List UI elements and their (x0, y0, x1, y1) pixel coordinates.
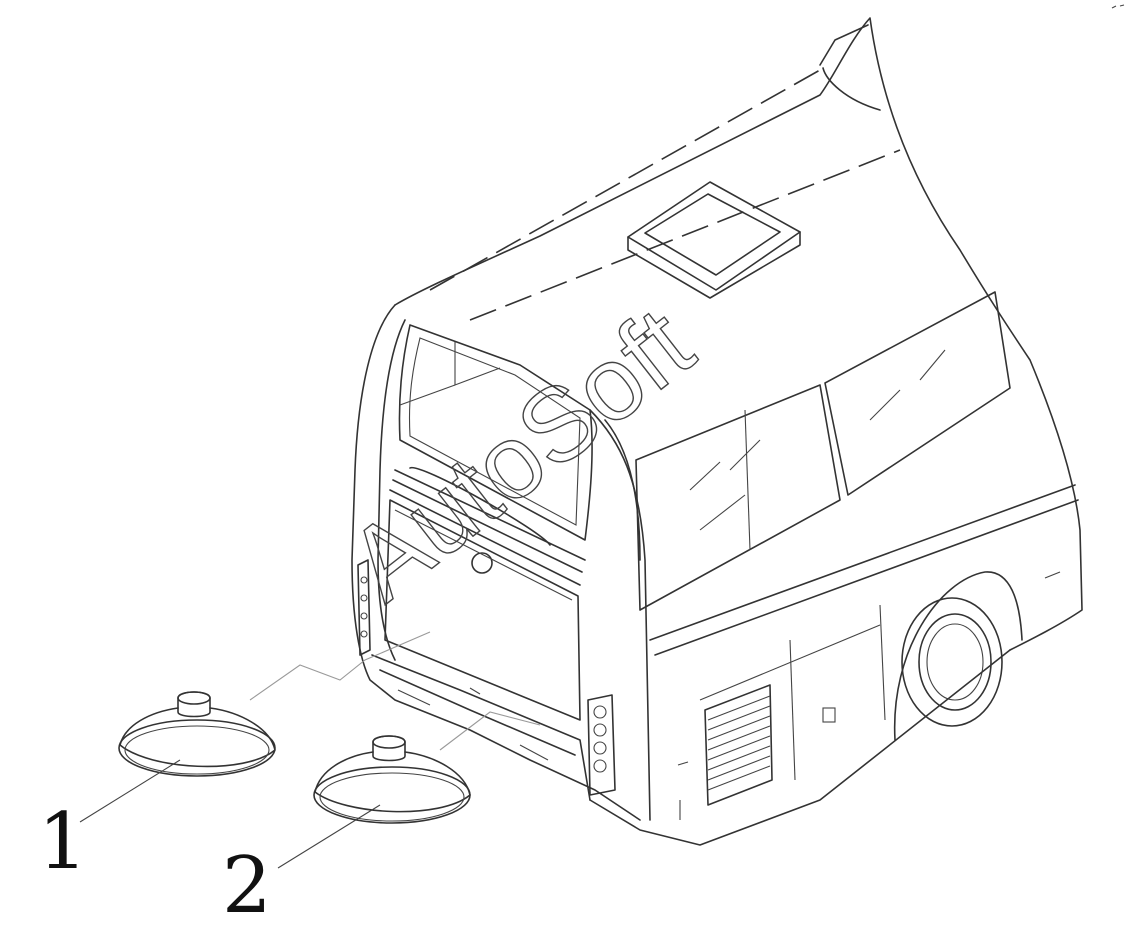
assembly-leader-lines (249, 631, 541, 751)
callout-1-leader (79, 759, 181, 823)
callout-1-label: 1 (38, 797, 88, 887)
scan-artifact (1111, 4, 1125, 9)
part-1-cap (118, 691, 276, 777)
callout-2-leader (277, 804, 381, 869)
bus-body (351, 17, 1083, 846)
callout-2-label: 2 (222, 841, 272, 931)
part-2-cap (313, 735, 471, 824)
watermark-logo: AutoSoft (328, 286, 714, 623)
